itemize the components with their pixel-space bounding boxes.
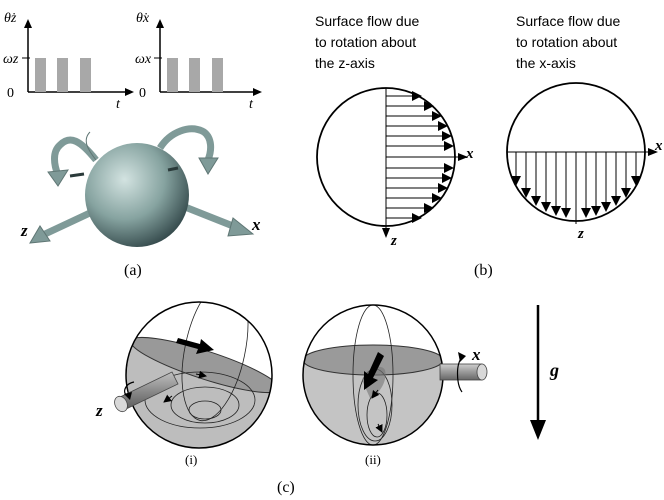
- heading-z-line-2: to rotation about: [315, 34, 416, 50]
- rod-end-i: [114, 395, 128, 413]
- container-ii-axis-label: x: [471, 345, 481, 364]
- rod-end-ii: [476, 363, 488, 381]
- flow-circle-x-x-label: x: [654, 138, 663, 154]
- heading-x-line-3: the x-axis: [516, 55, 576, 71]
- pulse-graph-x: θ̇x ωx 0 t: [135, 11, 262, 112]
- x-axis-arrowhead: [227, 217, 255, 237]
- graph-x-pulse-3: [212, 58, 223, 92]
- graph-x-time-arrowhead: [253, 88, 262, 96]
- rotating-sphere: z x: [20, 125, 261, 247]
- gravity-indicator: g: [530, 305, 559, 440]
- heading-x-rotation: Surface flow due to rotation about the x…: [516, 13, 620, 71]
- surface-flow-arrow-ii: [364, 352, 384, 390]
- panel-b: Surface flow due to rotation about the z…: [315, 13, 663, 279]
- x-rotation-arrowhead: [198, 157, 219, 175]
- graph-z-pulse-3: [80, 58, 91, 92]
- meridian-ii-1: [352, 305, 394, 445]
- flow-circle-z-x-label: x: [465, 146, 474, 162]
- caption-c: (c): [277, 479, 295, 496]
- panel-c: z (i) x: [95, 301, 559, 496]
- graph-z-ylabel: θ̇z: [4, 11, 17, 26]
- caption-a: (a): [124, 262, 142, 279]
- sphere-stub-left: [69, 172, 85, 178]
- gravity-arrowhead: [530, 420, 546, 440]
- flow-small-arrow-ii-2: [375, 423, 383, 433]
- graph-x-pulse-1: [167, 58, 178, 92]
- flow-circle-x-z-label: z: [577, 226, 584, 242]
- graph-z-xlabel: t: [116, 97, 121, 112]
- graph-x-pulse-2: [189, 58, 200, 92]
- flow-circle-x: x z: [506, 82, 663, 242]
- flow-small-arrow-i-2: [195, 370, 207, 379]
- heading-z-line-3: the z-axis: [315, 55, 375, 71]
- flow-circle-z-vertical-arrowhead: [382, 228, 390, 238]
- graph-x-xlabel: t: [249, 97, 254, 112]
- graph-x-ylabel: θ̇x: [136, 11, 150, 26]
- flow-circle-z-vectors: [386, 91, 454, 223]
- heading-x-line-2: to rotation about: [516, 34, 617, 50]
- container-ii: x (ii): [302, 304, 488, 467]
- sphere-x-label: x: [251, 215, 261, 234]
- flow-circle-z-z-label: z: [390, 233, 397, 249]
- z-rotation-edge: [85, 131, 97, 161]
- sphere-body: [85, 143, 189, 247]
- liquid-body-i: [126, 335, 272, 448]
- gravity-label: g: [549, 360, 559, 380]
- drive-rod-ii: [439, 352, 488, 393]
- container-i: z (i): [95, 301, 273, 467]
- graph-z-pulse-2: [57, 58, 68, 92]
- graph-x-level-label: ωx: [135, 52, 152, 67]
- surface-flow-arrow-i: [176, 338, 214, 354]
- caption-b: (b): [474, 262, 493, 279]
- rod-shaft-ii: [439, 363, 483, 381]
- z-axis-shaft: [43, 208, 94, 238]
- flow-small-arrow-ii-1: [371, 389, 380, 399]
- heading-z-rotation: Surface flow due to rotation about the z…: [315, 13, 419, 71]
- flow-circle-x-vectors: [511, 152, 641, 218]
- graph-z-level-label: ωz: [3, 52, 19, 67]
- container-i-outline: [125, 301, 273, 449]
- graph-z-rate-arrowhead: [24, 19, 32, 28]
- flow-circle-x-horizontal-arrowhead: [648, 148, 658, 156]
- pulse-graph-z: θ̇z ωz 0 t: [3, 11, 134, 112]
- graph-z-origin-label: 0: [7, 86, 14, 101]
- heading-x-line-1: Surface flow due: [516, 13, 620, 29]
- flow-small-arrow-i-1: [163, 394, 173, 403]
- graph-z-time-arrowhead: [125, 88, 134, 96]
- flow-loop-i-3: [188, 400, 222, 420]
- container-ii-caption: (ii): [365, 452, 381, 467]
- graph-x-origin-label: 0: [139, 86, 146, 101]
- graph-z-pulse-1: [35, 58, 46, 92]
- graph-x-rate-arrowhead: [156, 19, 164, 28]
- z-rotation-arc: [51, 136, 99, 177]
- panel-a: θ̇z ωz 0 t θ̇x ωx 0 t: [3, 11, 262, 279]
- container-i-axis-label: z: [95, 401, 103, 420]
- x-axis-shaft: [178, 201, 240, 232]
- sphere-stub-right: [167, 166, 179, 172]
- flow-loop-i-2: [170, 386, 240, 424]
- z-rotation-arrowhead: [47, 169, 69, 187]
- heading-z-line-1: Surface flow due: [315, 13, 419, 29]
- flow-circle-z-horizontal-arrowhead: [458, 153, 468, 161]
- drive-rod-i: [114, 371, 179, 413]
- container-i-caption: (i): [185, 452, 197, 467]
- z-axis-arrowhead: [29, 225, 51, 244]
- sphere-z-label: z: [20, 221, 28, 240]
- x-rotation-arc: [157, 125, 215, 162]
- flow-circle-z: x z: [316, 87, 474, 249]
- rod-rotation-arrowhead-i: [124, 392, 132, 400]
- rod-rotation-arrowhead-ii: [458, 352, 466, 362]
